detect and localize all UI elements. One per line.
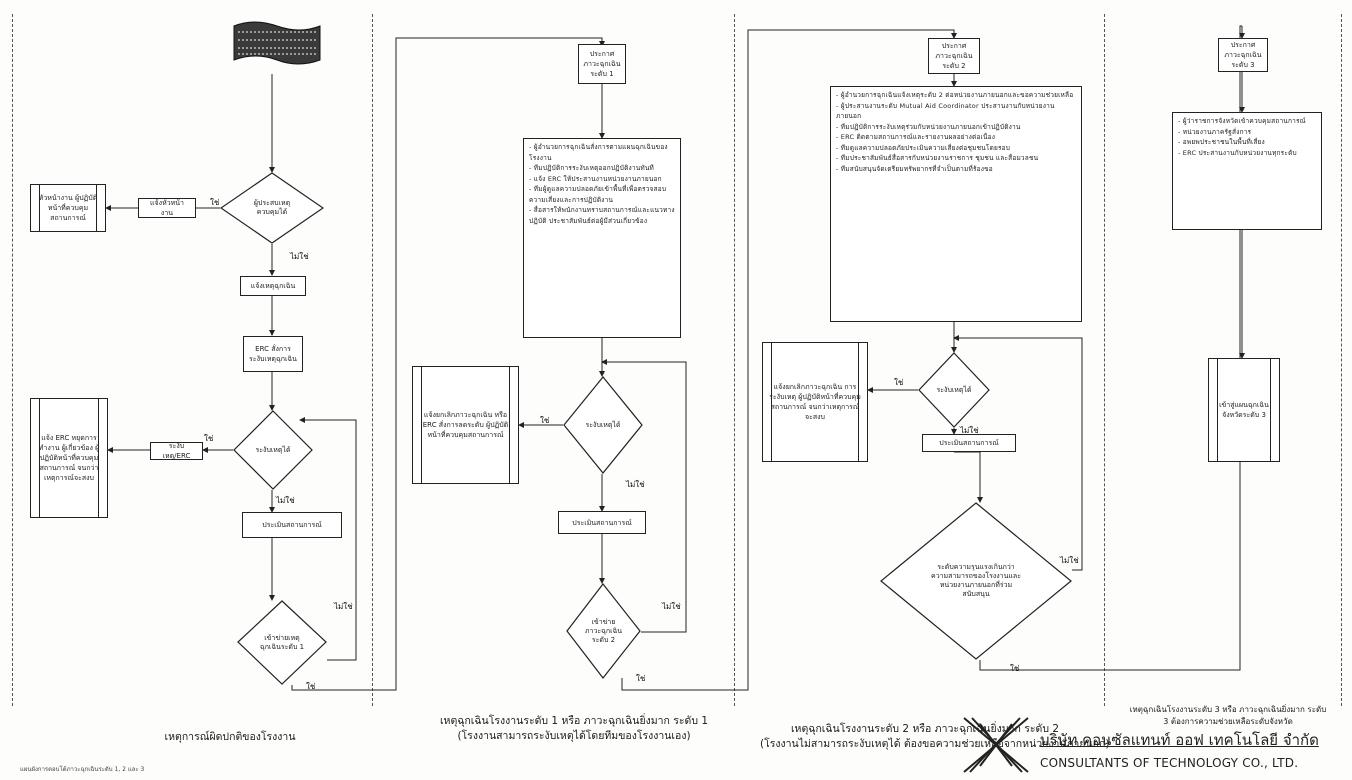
cancel-emergency-doc-2: แจ้งยกเลิกภาวะฉุกเฉิน การระงับเหตุ ผู้ปฏ… xyxy=(762,342,868,462)
label-yes: ใช่ xyxy=(540,416,550,425)
label-no: ไม่ใช่ xyxy=(626,480,645,489)
company-name-th: บริษัท คอนซัลแทนท์ ออฟ เทคโนโลยี จำกัด xyxy=(1040,731,1319,749)
notify-supervisor-box: แจ้งหัวหน้างาน xyxy=(138,198,196,218)
lane-1-caption: เหตุการณ์ผิดปกติของโรงงาน xyxy=(164,731,296,743)
decision-contained-3: ระงับเหตุได้ xyxy=(918,352,990,428)
company-name-en: CONSULTANTS OF TECHNOLOGY CO., LTD. xyxy=(1040,756,1299,770)
supervisor-control-doc: หัวหน้างาน ผู้ปฏิบัติหน้าที่ควบคุมสถานกา… xyxy=(30,184,106,232)
erc-command-box: ERC สั่งการระงับเหตุฉุกเฉิน xyxy=(243,336,303,372)
assess-situation-box-1: ประเมินสถานการณ์ xyxy=(242,512,342,538)
label-no: ไม่ใช่ xyxy=(662,602,681,611)
declare-level-1-box: ประกาศภาวะฉุกเฉินระดับ 1 xyxy=(578,44,626,84)
contain-erc-box: ระงับเหตุ/ERC xyxy=(150,442,203,460)
decision-contained-1: ระงับเหตุได้ xyxy=(233,410,313,490)
decision-level-2: เข้าข่ายภาวะฉุกเฉินระดับ 2 xyxy=(566,583,641,679)
report-emergency-box: แจ้งเหตุฉุกเฉิน xyxy=(240,276,306,296)
lane-level-1 xyxy=(372,14,735,706)
label-yes: ใช่ xyxy=(1010,664,1020,673)
lane-level-0 xyxy=(12,14,373,706)
company-block: บริษัท คอนซัลแทนท์ ออฟ เทคโนโลยี จำกัด C… xyxy=(1040,728,1340,770)
lane-4-caption: เหตุฉุกเฉินโรงงานระดับ 3 หรือ ภาวะฉุกเฉิ… xyxy=(1129,705,1327,726)
label-yes: ใช่ xyxy=(210,198,220,207)
label-yes: ใช่ xyxy=(204,434,214,443)
label-yes: ใช่ xyxy=(894,378,904,387)
lane-3-caption: เหตุฉุกเฉินโรงงานระดับ 2 หรือ ภาวะฉุกเฉิ… xyxy=(760,723,1110,750)
decision-level-1: เข้าข่ายเหตุฉุกเฉินระดับ 1 xyxy=(237,600,327,685)
company-logo xyxy=(960,714,1032,776)
lane-2-caption: เหตุฉุกเฉินโรงงานระดับ 1 หรือ ภาวะฉุกเฉิ… xyxy=(439,715,709,742)
label-no: ไม่ใช่ xyxy=(334,602,353,611)
emergency-flag xyxy=(232,18,322,74)
lane-level-3 xyxy=(1104,14,1342,706)
decision-victim-control: ผู้ประสบเหตุควบคุมได้ xyxy=(220,172,324,244)
label-no: ไม่ใช่ xyxy=(960,426,979,435)
declare-level-2-box: ประกาศภาวะฉุกเฉินระดับ 2 xyxy=(928,38,980,74)
cancel-emergency-doc-1: แจ้งยกเลิกภาวะฉุกเฉิน หรือ ERC สั่งการลด… xyxy=(412,366,519,484)
assess-situation-box-3: ประเมินสถานการณ์ xyxy=(922,434,1016,452)
label-yes: ใช่ xyxy=(636,674,646,683)
lane-level-2 xyxy=(734,14,1105,706)
assess-situation-box-2: ประเมินสถานการณ์ xyxy=(558,511,646,534)
declare-level-3-box: ประกาศภาวะฉุกเฉินระดับ 3 xyxy=(1218,38,1268,72)
level-3-action-list: - ผู้ว่าราชการจังหวัดเข้าควบคุมสถานการณ์… xyxy=(1172,112,1322,230)
footnote: แผนผังการตอบโต้ภาวะฉุกเฉินระดับ 1, 2 และ… xyxy=(20,766,145,773)
label-no: ไม่ใช่ xyxy=(1060,556,1079,565)
label-yes: ใช่ xyxy=(306,682,316,691)
stop-work-doc: แจ้ง ERC หยุดการทำงาน ผู้เกี่ยวข้อง ผู้ป… xyxy=(30,398,108,518)
provincial-plan-doc: เข้าสู่แผนฉุกเฉินจังหวัดระดับ 3 xyxy=(1208,358,1280,462)
label-no: ไม่ใช่ xyxy=(290,252,309,261)
decision-contained-2: ระงับเหตุได้ xyxy=(563,376,643,474)
decision-level-3: ระดับความรุนแรงเกินกว่าความสามารถของโรงง… xyxy=(880,502,1072,660)
level-2-action-list: - ผู้อำนวยการฉุกเฉินแจ้งเหตุระดับ 2 ต่อห… xyxy=(830,86,1082,322)
label-no: ไม่ใช่ xyxy=(276,496,295,505)
level-1-action-list: - ผู้อำนวยการฉุกเฉินสั่งการตามแผนฉุกเฉิน… xyxy=(523,138,681,338)
